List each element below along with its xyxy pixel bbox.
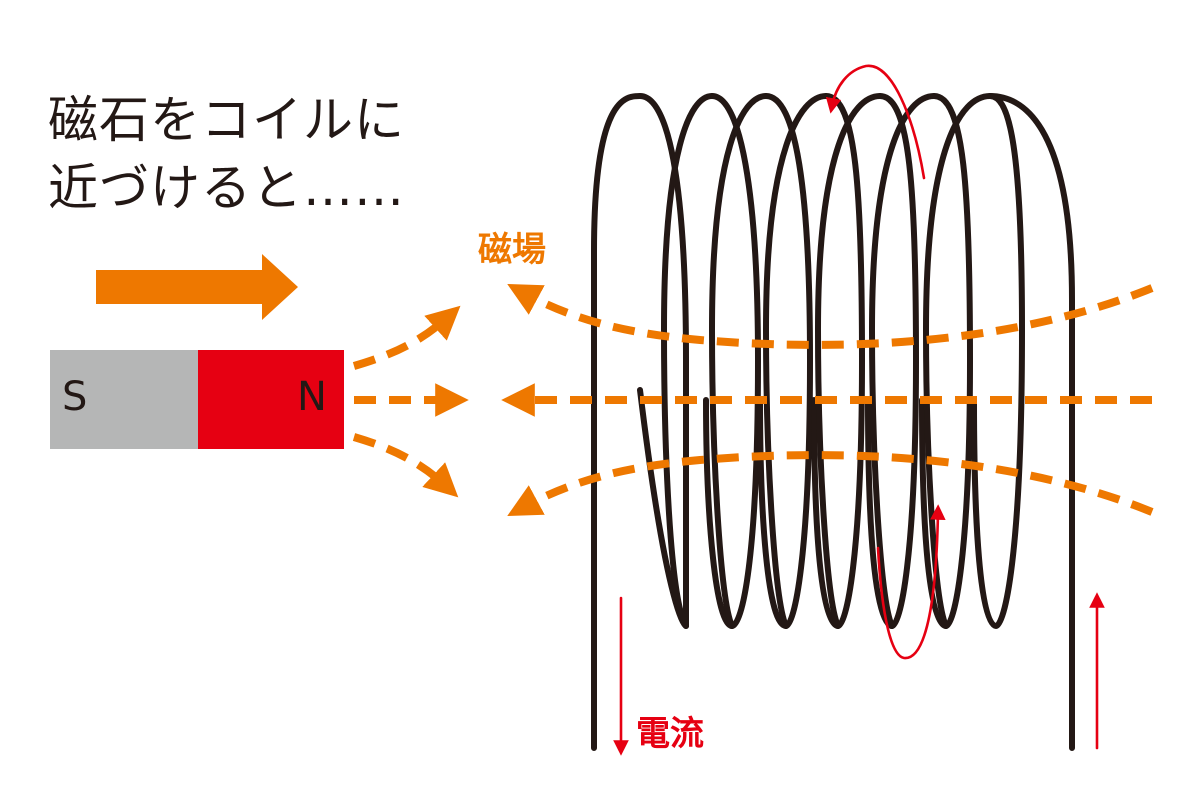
coil-loop-2-back [709,93,769,629]
coil-loop-5 [865,93,919,629]
bar-magnet [50,350,344,449]
coil-field-line-upper [507,284,1154,349]
coil-right-lead [987,93,1075,751]
title-line-1: 磁石をコイルに [48,91,405,149]
title: 磁石をコイルに 近づけると…… [48,86,405,222]
coil-field-line-lower [507,451,1154,516]
current-arrow-top-icon [825,64,926,180]
coil-loop-1-back [661,93,715,629]
magnet-field-line-lower [352,433,459,498]
title-line-2: 近づけると…… [48,159,405,217]
magnet-south-pole [50,350,198,449]
coil-loop-7 [971,93,1025,629]
coil-loop-6 [919,93,973,629]
coil-loop-3 [757,93,813,629]
current-arrow-bottom-icon [876,504,946,660]
coil-field-lines [501,284,1154,516]
coil-loop-4-back [815,93,883,629]
north-pole-label: N [297,374,327,420]
motion-arrow-icon [96,254,298,320]
coil-loop-3-back [763,93,829,629]
coil-loop-2 [703,93,761,629]
coil-loop-5-back [869,93,937,629]
magnetic-field-label: 磁場 [478,230,546,270]
magnet-field-line-upper [352,305,461,370]
current-label: 電流 [636,714,704,754]
coil [591,93,1075,751]
south-pole-label: S [62,374,88,420]
coil-loop-4 [811,93,865,629]
magnet-north-pole [198,350,344,449]
current-arrows [613,64,1105,756]
magnet-field-lines [352,305,469,498]
